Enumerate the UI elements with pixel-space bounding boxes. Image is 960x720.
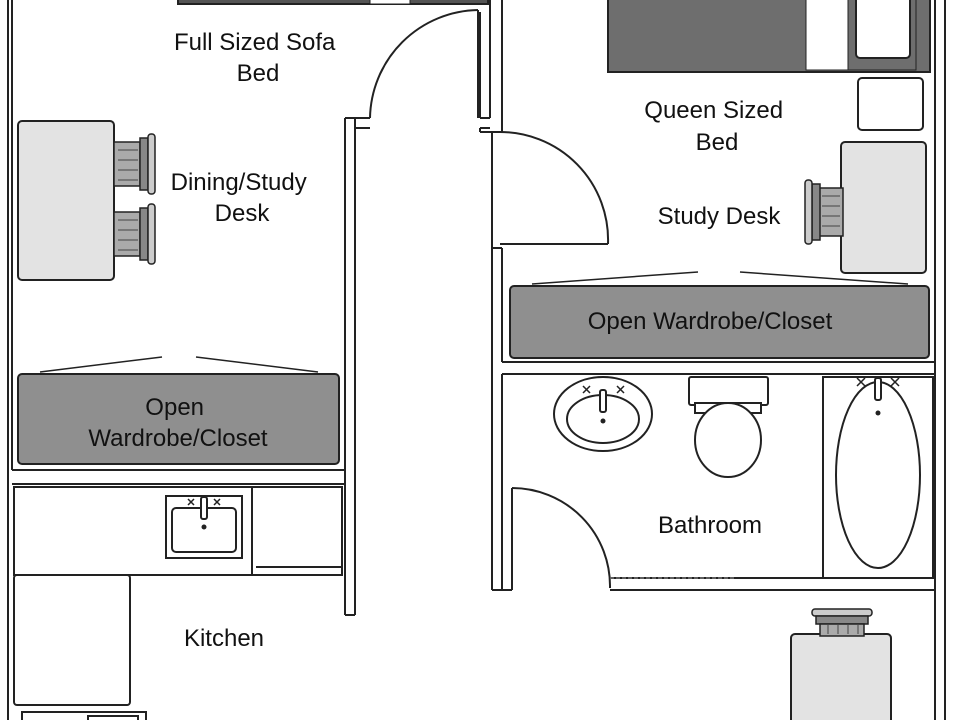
bathroom-label: Bathroom [658,512,762,539]
bathroom-fixtures [553,376,934,579]
chair-icon [811,608,873,637]
kitchen-label: Kitchen [184,625,264,652]
left-closet [17,356,340,465]
right-closet-label: Open Wardrobe/Closet [588,308,833,335]
lower-desk [790,608,892,720]
kitchen-counter [13,486,343,720]
study-desk [804,141,927,274]
bathroom-door-swing [511,487,612,589]
walls [7,0,946,720]
kitchen-sink-icon [165,495,243,559]
queen-bed [607,0,931,131]
queen-bed-label: Queen Sized Bed [644,97,789,156]
left-closet-label: Open Wardrobe/Closet [88,394,268,452]
toilet-icon [688,376,769,478]
chair-icon [113,133,156,195]
bedroom-door-swing [497,130,610,245]
chair-icon [804,179,844,245]
doors [369,9,735,590]
sofa-bed-label: Full Sized Sofa Bed [174,29,342,87]
sofa-bed [177,0,489,5]
right-closet [509,271,930,359]
bathroom-sink-icon [553,376,653,452]
dining-desk [17,120,156,281]
chair-icon [113,203,156,265]
study-desk-label: Study Desk [658,203,782,230]
bathtub-icon [822,376,934,579]
dining-desk-label: Dining/Study Desk [171,169,314,227]
entry-door-swing [369,9,479,119]
nightstand [857,77,924,131]
